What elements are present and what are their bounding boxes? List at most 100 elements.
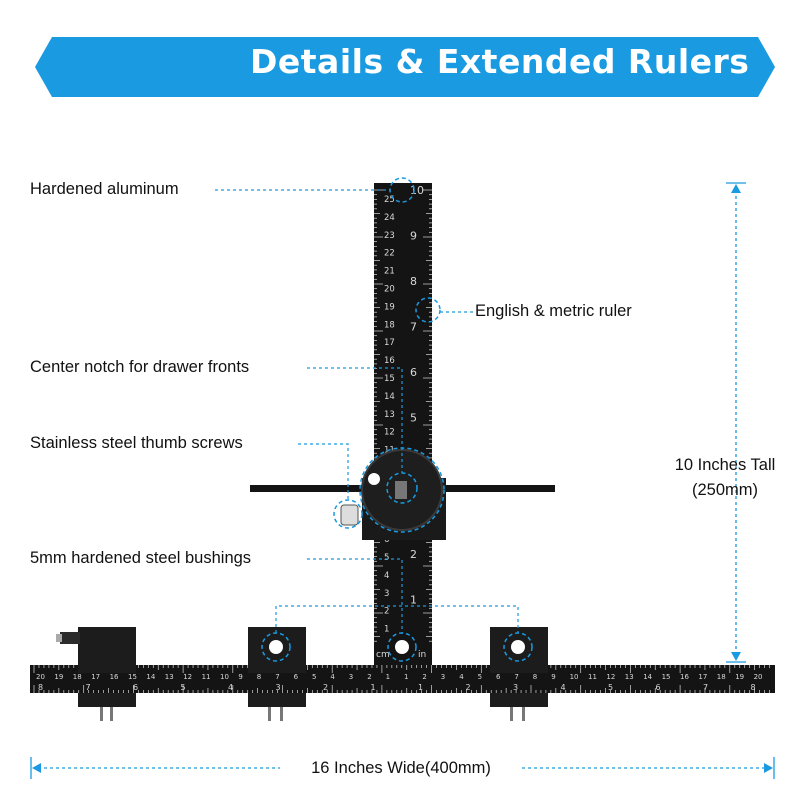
- vertical-ruler-cm-label: 19: [384, 302, 395, 312]
- horizontal-ruler-cm-label: 9: [238, 673, 242, 681]
- vertical-ruler-cm-label: 13: [384, 410, 395, 420]
- vertical-ruler-cm-label: 6: [384, 535, 389, 545]
- horizontal-ruler-cm-label: 7: [275, 673, 279, 681]
- horizontal-ruler-inch-label: 3: [513, 683, 518, 692]
- vertical-ruler-cm-label: 12: [384, 428, 395, 438]
- label-english-metric-ruler: English & metric ruler: [475, 302, 632, 320]
- label-center-notch: Center notch for drawer fronts: [30, 358, 250, 376]
- horizontal-ruler-inch-label: 3: [276, 683, 281, 692]
- height-dim-arrow-top: [731, 184, 741, 193]
- end-stop-pin: [100, 707, 103, 721]
- horizontal-ruler-cm-label: 18: [73, 673, 82, 681]
- horizontal-ruler-cm-label: 1: [404, 673, 408, 681]
- bushing-right-pin-2: [522, 707, 525, 721]
- vertical-ruler-inch-label: 8: [410, 275, 417, 288]
- end-stop-cord-tip: [56, 634, 62, 642]
- horizontal-ruler-cm-label: 4: [330, 673, 335, 681]
- vertical-ruler-cm-label: 18: [384, 320, 395, 330]
- vertical-ruler-inch-label: 7: [410, 321, 417, 334]
- vertical-ruler-inch-label: 9: [410, 230, 417, 243]
- horizontal-ruler-cm-label: 12: [606, 673, 615, 681]
- horizontal-ruler-cm-label: 11: [202, 673, 211, 681]
- horizontal-ruler-cm-label: 3: [349, 673, 353, 681]
- horizontal-ruler-inch-label: 7: [703, 683, 708, 692]
- horizontal-ruler-cm-label: 18: [717, 673, 726, 681]
- horizontal-ruler-cm-label: 12: [183, 673, 192, 681]
- vertical-ruler-cm-label: 17: [384, 338, 395, 348]
- horizontal-ruler-cm-label: 2: [422, 673, 426, 681]
- label-hardened-aluminum: Hardened aluminum: [30, 180, 179, 198]
- horizontal-ruler-cm-label: 19: [735, 673, 744, 681]
- vertical-ruler-cm-label: 16: [384, 356, 395, 366]
- horizontal-ruler-cm-label: 17: [698, 673, 707, 681]
- vertical-ruler-in-unit: in: [418, 650, 426, 660]
- bushing-right-pin: [510, 707, 513, 721]
- vertical-ruler-cm-label: 2: [384, 607, 389, 617]
- vertical-ruler-inch-label: 10: [410, 184, 424, 197]
- vertical-ruler-cm-label: 4: [384, 571, 389, 581]
- vertical-ruler-cm-label: 23: [384, 231, 395, 241]
- vertical-ruler-cm-label: 14: [384, 392, 395, 402]
- horizontal-ruler-cm-label: 14: [643, 673, 652, 681]
- horizontal-ruler-cm-label: 3: [441, 673, 445, 681]
- height-label-line1: 10 Inches Tall: [674, 456, 776, 474]
- horizontal-ruler-cm-label: 7: [514, 673, 518, 681]
- vertical-ruler-cm-label: 22: [384, 249, 395, 259]
- height-dim-arrow-bottom: [731, 652, 741, 661]
- horizontal-ruler-cm-label: 5: [312, 673, 316, 681]
- horizontal-ruler-cm-label: 15: [128, 673, 137, 681]
- banner-shape: [35, 37, 775, 97]
- horizontal-ruler-inch-label: 5: [181, 683, 186, 692]
- vertical-ruler-inch-label: 1: [410, 594, 417, 607]
- horizontal-ruler-inch-label: 1: [418, 683, 423, 692]
- banner-title: Details & Extended Rulers: [250, 42, 750, 81]
- bushing-block-left-foot: [248, 693, 306, 707]
- vertical-ruler-cm-label: 21: [384, 267, 395, 277]
- bushing-left-pin: [268, 707, 271, 721]
- horizontal-ruler: [30, 665, 775, 693]
- horizontal-ruler-cm-label: 17: [91, 673, 100, 681]
- horizontal-ruler-cm-label: 13: [165, 673, 174, 681]
- horizontal-ruler-cm-label: 8: [257, 673, 261, 681]
- horizontal-ruler-cm-label: 10: [220, 673, 229, 681]
- horizontal-ruler-cm-label: 1: [386, 673, 390, 681]
- horizontal-ruler-cm-label: 2: [367, 673, 371, 681]
- vertical-ruler-cm-label: 25: [384, 195, 395, 205]
- horizontal-ruler-cm-label: 13: [625, 673, 634, 681]
- end-stop-pin-2: [110, 707, 113, 721]
- thumb-screw-top: [368, 473, 380, 485]
- vertical-ruler: [374, 183, 432, 665]
- vertical-ruler-inch-label: 2: [410, 548, 417, 561]
- leader-bushing-bracket: [275, 605, 519, 633]
- vertical-ruler-inch-label: 6: [410, 366, 417, 379]
- label-thumb-screws: Stainless steel thumb screws: [30, 434, 243, 452]
- horizontal-ruler-cm-label: 11: [588, 673, 597, 681]
- horizontal-ruler-inch-label: 4: [561, 683, 566, 692]
- horizontal-ruler-cm-label: 5: [478, 673, 482, 681]
- leader-bushings: [307, 558, 403, 633]
- vertical-ruler-cm-label: 15: [384, 374, 395, 384]
- bushing-left: [269, 640, 283, 654]
- horizontal-ruler-cm-label: 14: [146, 673, 155, 681]
- leader-screw: [298, 443, 349, 500]
- horizontal-ruler-inch-label: 8: [751, 683, 756, 692]
- horizontal-ruler-cm-label: 20: [754, 673, 763, 681]
- bushing-center: [395, 640, 409, 654]
- title-banner: Details & Extended Rulers: [0, 0, 800, 130]
- horizontal-ruler-cm-label: 6: [496, 673, 501, 681]
- horizontal-ruler-inch-label: 2: [323, 683, 328, 692]
- callout-circle-ruler: [415, 297, 441, 323]
- horizontal-ruler-inch-label: 6: [656, 683, 661, 692]
- center-notch: [395, 481, 407, 499]
- horizontal-ruler-inch-label: 8: [38, 683, 43, 692]
- horizontal-ruler-inch-label: 1: [371, 683, 376, 692]
- end-stop-block: [78, 627, 136, 673]
- vertical-ruler-cm-label: 24: [384, 213, 395, 223]
- horizontal-ruler-cm-label: 20: [36, 673, 45, 681]
- vertical-ruler-cm-label: 5: [384, 553, 389, 563]
- horizontal-ruler-cm-label: 16: [680, 673, 689, 681]
- horizontal-ruler-inch-label: 7: [86, 683, 91, 692]
